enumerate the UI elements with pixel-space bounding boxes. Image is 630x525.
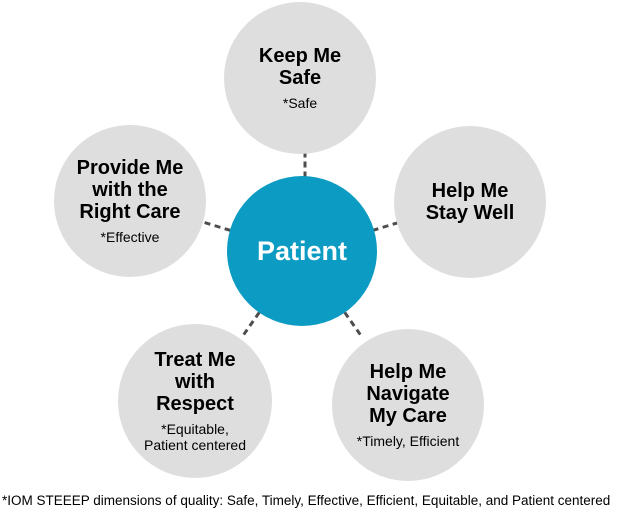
node-title: Provide Me with the Right Care xyxy=(76,156,184,223)
node-help-me-navigate-my-care: Help Me Navigate My Care *Timely, Effici… xyxy=(332,329,484,481)
node-subtitle: *Equitable, Patient centered xyxy=(144,420,246,453)
connector-top xyxy=(303,151,307,178)
node-subtitle: *Effective xyxy=(100,228,160,245)
connector-bottom-right xyxy=(343,311,362,336)
connector-left xyxy=(204,221,231,232)
node-subtitle: *Timely, Efficient xyxy=(356,432,460,449)
node-treat-me-with-respect: Treat Me with Respect *Equitable, Patien… xyxy=(118,324,272,478)
patient-center-node: Patient xyxy=(227,176,377,326)
node-provide-me-right-care: Provide Me with the Right Care *Effectiv… xyxy=(54,125,206,277)
node-subtitle: *Safe xyxy=(282,94,318,111)
node-title: Keep Me Safe xyxy=(258,44,342,89)
connector-right xyxy=(372,221,399,232)
node-title: Treat Me with Respect xyxy=(154,348,236,415)
patient-label: Patient xyxy=(256,235,348,266)
footnote: *IOM STEEEP dimensions of quality: Safe,… xyxy=(2,493,611,508)
node-help-me-stay-well: Help Me Stay Well xyxy=(394,126,546,278)
node-title: Help Me Navigate My Care xyxy=(366,360,450,427)
node-title: Help Me Stay Well xyxy=(425,180,515,224)
node-keep-me-safe: Keep Me Safe *Safe xyxy=(224,2,376,154)
connector-bottom-left xyxy=(242,311,261,336)
